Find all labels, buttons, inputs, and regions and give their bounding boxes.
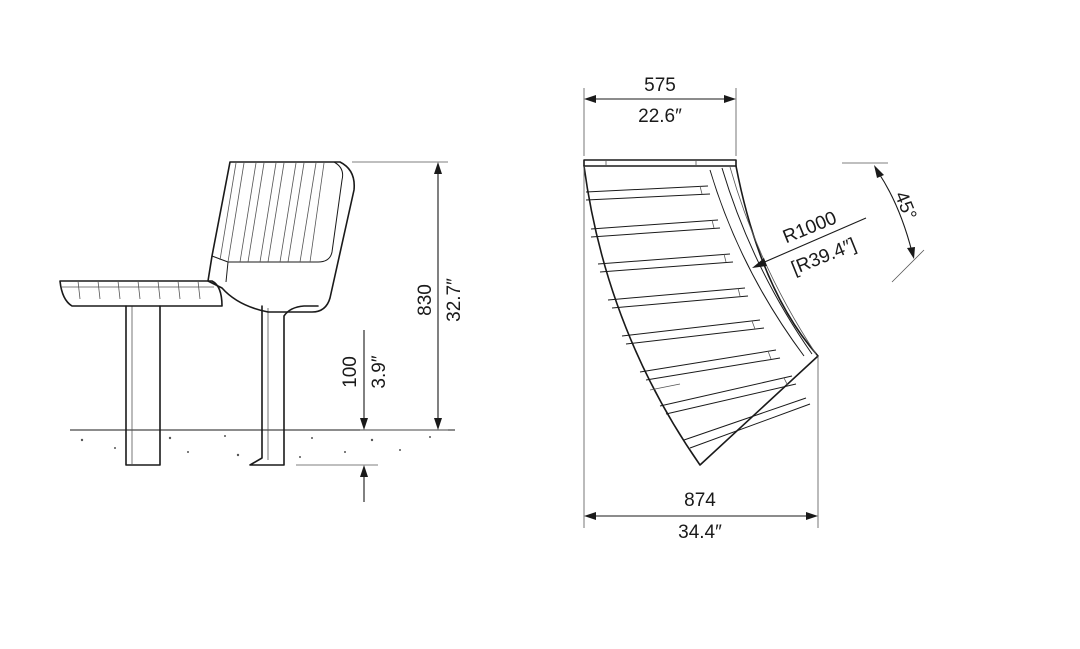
- bottom-width-mm-label: 874: [684, 490, 716, 511]
- radius-callout: R1000 [R39.4″]: [752, 208, 867, 279]
- rear-leg: [249, 305, 319, 466]
- height-mm-label: 830: [415, 284, 436, 316]
- bottom-width-in-label: 34.4″: [678, 522, 722, 543]
- backrest-frame: [207, 161, 356, 313]
- depth-dimension: 100 3.9″: [296, 330, 390, 502]
- bench-top-view: [583, 159, 819, 466]
- height-in-label: 32.7″: [444, 278, 465, 322]
- angle-label: 45°: [890, 189, 920, 224]
- ground-texture: [80, 435, 431, 458]
- backrest-slats: [219, 162, 325, 263]
- bench-side-view: [59, 161, 455, 466]
- height-dimension: 830 32.7″: [352, 161, 465, 431]
- angle-dimension: 45°: [842, 162, 925, 283]
- top-slats: [585, 185, 811, 449]
- seat-slats: [59, 280, 223, 307]
- seat-outline: [583, 165, 819, 466]
- depth-in-label: 3.9″: [369, 355, 390, 388]
- top-width-in-label: 22.6″: [638, 106, 682, 127]
- depth-mm-label: 100: [340, 356, 361, 388]
- top-width-dimension: 575 22.6″: [583, 75, 737, 156]
- front-leg: [125, 305, 161, 466]
- bottom-width-dimension: 874 34.4″: [584, 490, 818, 543]
- top-width-mm-label: 575: [644, 75, 676, 96]
